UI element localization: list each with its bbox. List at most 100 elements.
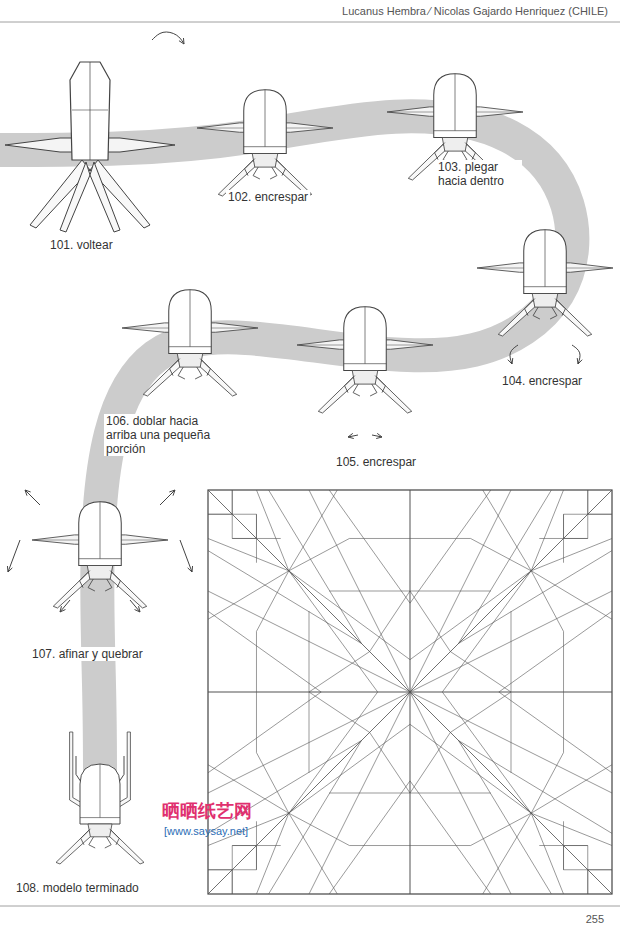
fold-line xyxy=(105,579,112,591)
action-arrow xyxy=(180,540,192,572)
fold-line xyxy=(90,62,91,160)
beetle-model xyxy=(5,62,175,232)
crease-line xyxy=(329,781,410,894)
crease-line xyxy=(208,538,289,570)
crease-line xyxy=(587,490,588,538)
crease-line xyxy=(208,514,232,515)
crease-line xyxy=(410,571,531,660)
fold-line xyxy=(344,363,387,364)
crease-line xyxy=(587,846,588,894)
crease-line xyxy=(208,692,410,793)
crease-line xyxy=(256,514,257,562)
fold-line xyxy=(365,307,366,364)
fold-line xyxy=(108,830,144,864)
beetle-model xyxy=(197,90,333,196)
elytra xyxy=(169,290,212,354)
crease-line xyxy=(208,692,410,894)
crease-line xyxy=(309,611,310,692)
beetle-model xyxy=(297,307,433,413)
crease-line xyxy=(256,631,257,692)
crease-line xyxy=(410,845,471,846)
crease-line xyxy=(289,813,350,845)
fold-line xyxy=(81,829,91,845)
fold-line xyxy=(525,299,535,316)
elytra xyxy=(244,90,287,154)
crease-line xyxy=(269,490,362,644)
fold-line xyxy=(524,286,567,287)
crease-line xyxy=(410,490,491,603)
fold-line xyxy=(80,817,120,818)
crease-line xyxy=(531,753,563,814)
crease-line xyxy=(208,571,289,619)
crease-line xyxy=(256,813,288,894)
crease-line xyxy=(499,611,612,692)
fold-line xyxy=(70,62,110,160)
crease-line xyxy=(309,490,410,692)
crease-line xyxy=(531,538,612,570)
crease-line xyxy=(289,813,337,894)
crease-line xyxy=(531,813,612,845)
fold-line xyxy=(109,572,147,608)
footer-rule xyxy=(0,906,620,907)
crease-line xyxy=(563,692,564,753)
crease-line xyxy=(450,692,511,732)
fold-line xyxy=(200,359,210,376)
crease-line xyxy=(232,845,256,846)
page-header: Lucanus Hembra ⁄ Nicolas Gajardo Henriqu… xyxy=(340,4,610,18)
fold-line xyxy=(555,299,565,316)
fold-line xyxy=(252,154,278,168)
elytra xyxy=(524,230,567,294)
arrow-head xyxy=(577,358,582,364)
fold-line xyxy=(435,143,445,160)
crease-line xyxy=(471,538,532,570)
crease-line xyxy=(410,781,491,894)
crease-line xyxy=(483,813,531,894)
fold-line xyxy=(498,300,536,336)
beetle-model xyxy=(56,732,144,864)
step-caption: 101. voltear xyxy=(48,238,115,252)
fold-line xyxy=(434,130,477,131)
crease-line xyxy=(309,692,370,732)
fold-line xyxy=(56,830,92,864)
action-arrow xyxy=(60,600,70,612)
arrow-head xyxy=(135,606,140,612)
fold-line xyxy=(345,376,355,393)
fold-line xyxy=(532,294,558,308)
crease-line xyxy=(289,692,378,813)
crease-line xyxy=(410,591,491,592)
arrow-head xyxy=(179,38,184,44)
fold-line xyxy=(53,572,91,608)
crease-line xyxy=(289,571,378,692)
crease-line xyxy=(349,538,410,539)
fold-line xyxy=(374,377,412,413)
crease-line xyxy=(531,813,563,894)
crease-line xyxy=(208,490,410,692)
fold-line xyxy=(105,837,111,848)
fold-line xyxy=(100,502,101,559)
action-arrow xyxy=(160,490,175,505)
fold-line xyxy=(90,162,120,232)
arrow-head xyxy=(348,433,354,438)
action-arrow xyxy=(510,345,518,364)
crease-line xyxy=(410,793,491,794)
crease-line xyxy=(511,611,512,692)
crease-line xyxy=(232,538,256,539)
crease-line xyxy=(442,571,531,692)
crease-line xyxy=(289,538,350,570)
fold-line xyxy=(244,146,287,147)
crease-line xyxy=(531,765,612,813)
crease-line xyxy=(208,692,410,894)
arrow-head xyxy=(25,490,31,496)
crease-line xyxy=(458,740,551,894)
crease-line xyxy=(370,732,410,793)
fold-line xyxy=(87,566,113,580)
crease-line xyxy=(563,514,564,562)
fold-line xyxy=(88,824,112,837)
crease-line xyxy=(588,869,612,870)
fold-line xyxy=(455,74,456,131)
fold-line xyxy=(190,290,191,347)
fold-line xyxy=(199,360,237,396)
crease-line xyxy=(410,692,612,894)
crease-line xyxy=(256,571,288,632)
